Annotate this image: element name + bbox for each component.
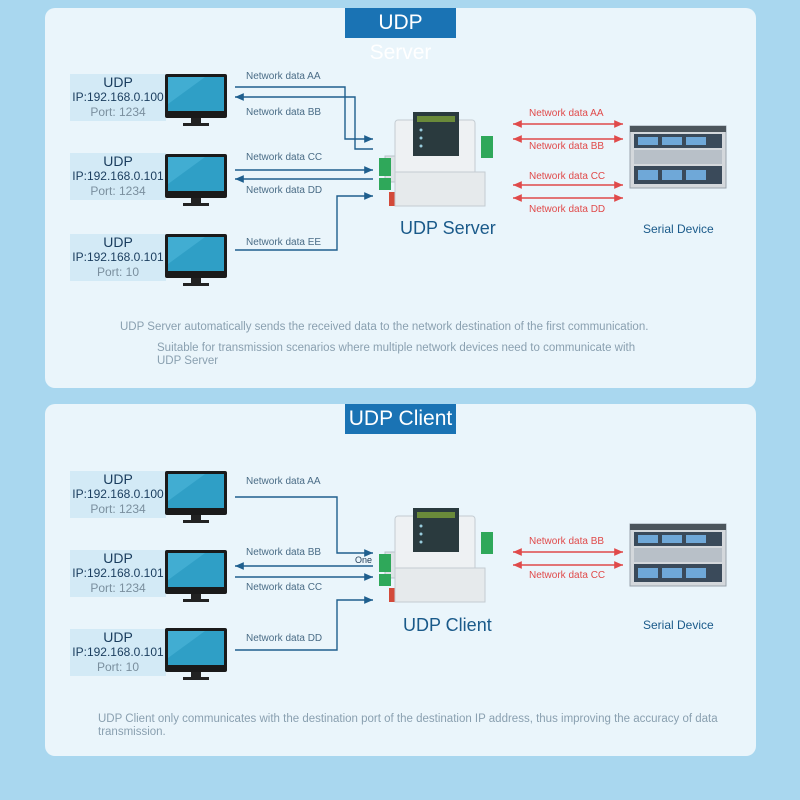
- server-host-1: UDP IP:192.168.0.100 Port: 1234: [70, 74, 166, 121]
- monitor-icon: [165, 74, 227, 126]
- host-name: UDP: [103, 234, 133, 250]
- monitor-icon: [165, 550, 227, 602]
- server-note-2: Suitable for transmission scenarios wher…: [157, 342, 636, 367]
- monitor-icon: [165, 628, 227, 680]
- net-label: Network data CC: [246, 152, 323, 163]
- client-host-1: UDP IP:192.168.0.100 Port: 1234: [70, 471, 166, 518]
- one-label: One: [355, 555, 373, 565]
- device-label: UDP Server: [400, 218, 496, 238]
- serial-label: Network data BB: [529, 141, 605, 152]
- net-label: Network data AA: [246, 71, 321, 82]
- net-label: Network data DD: [246, 633, 323, 644]
- net-label: Network data BB: [246, 547, 322, 558]
- client-diagram-lines: [165, 471, 727, 680]
- serial-label: Network data BB: [529, 536, 605, 547]
- serial-device-icon: [629, 125, 727, 189]
- serial-device-label: Serial Device: [643, 222, 714, 236]
- host-port: Port: 10: [96, 660, 140, 674]
- host-ip: IP:192.168.0.101: [72, 645, 164, 659]
- host-ip: IP:192.168.0.101: [72, 566, 164, 580]
- host-ip: IP:192.168.0.101: [72, 169, 164, 183]
- serial-label: Network data DD: [529, 204, 606, 215]
- serial-label: Network data CC: [529, 171, 606, 182]
- host-port: Port: 1234: [90, 105, 146, 119]
- client-host-3: UDP IP:192.168.0.101 Port: 10: [70, 629, 166, 676]
- host-ip: IP:192.168.0.100: [72, 90, 164, 104]
- client-note: UDP Client only communicates with the de…: [98, 713, 718, 738]
- host-port: Port: 1234: [90, 502, 146, 516]
- serial-label: Network data AA: [529, 108, 604, 119]
- net-label: Network data BB: [246, 107, 322, 118]
- udp-server-title: UDP Server: [345, 8, 456, 64]
- serial-device-icon: [629, 523, 727, 587]
- client-host-2: UDP IP:192.168.0.101 Port: 1234: [70, 550, 166, 597]
- host-name: UDP: [103, 550, 133, 566]
- serial-server-device-icon: [378, 111, 494, 207]
- server-diagram-lines: [165, 74, 727, 286]
- net-label: Network data AA: [246, 476, 321, 487]
- host-name: UDP: [103, 629, 133, 645]
- device-label: UDP Client: [403, 615, 492, 635]
- net-label: Network data CC: [246, 582, 323, 593]
- host-name: UDP: [103, 153, 133, 169]
- host-port: Port: 1234: [90, 581, 146, 595]
- monitor-icon: [165, 234, 227, 286]
- udp-client-title: UDP Client: [345, 404, 456, 434]
- server-host-3: UDP IP:192.168.0.101 Port: 10: [70, 234, 166, 281]
- server-note-1: UDP Server automatically sends the recei…: [120, 321, 649, 333]
- host-ip: IP:192.168.0.100: [72, 487, 164, 501]
- server-host-2: UDP IP:192.168.0.101 Port: 1234: [70, 153, 166, 200]
- net-label: Network data DD: [246, 185, 323, 196]
- host-port: Port: 1234: [90, 184, 146, 198]
- monitor-icon: [165, 471, 227, 523]
- udp-server-panel: UDP Server UDP IP:192.168.0.100 Port: 12…: [45, 8, 756, 388]
- monitor-icon: [165, 154, 227, 206]
- serial-device-label: Serial Device: [643, 618, 714, 632]
- net-label: Network data EE: [246, 237, 322, 248]
- host-ip: IP:192.168.0.101: [72, 250, 164, 264]
- udp-client-panel: UDP Client UDP IP:192.168.0.100 Port: 12…: [45, 404, 756, 756]
- serial-server-device-icon: [378, 507, 494, 603]
- host-port: Port: 10: [96, 265, 140, 279]
- host-name: UDP: [103, 471, 133, 487]
- host-name: UDP: [103, 74, 133, 90]
- serial-label: Network data CC: [529, 570, 606, 581]
